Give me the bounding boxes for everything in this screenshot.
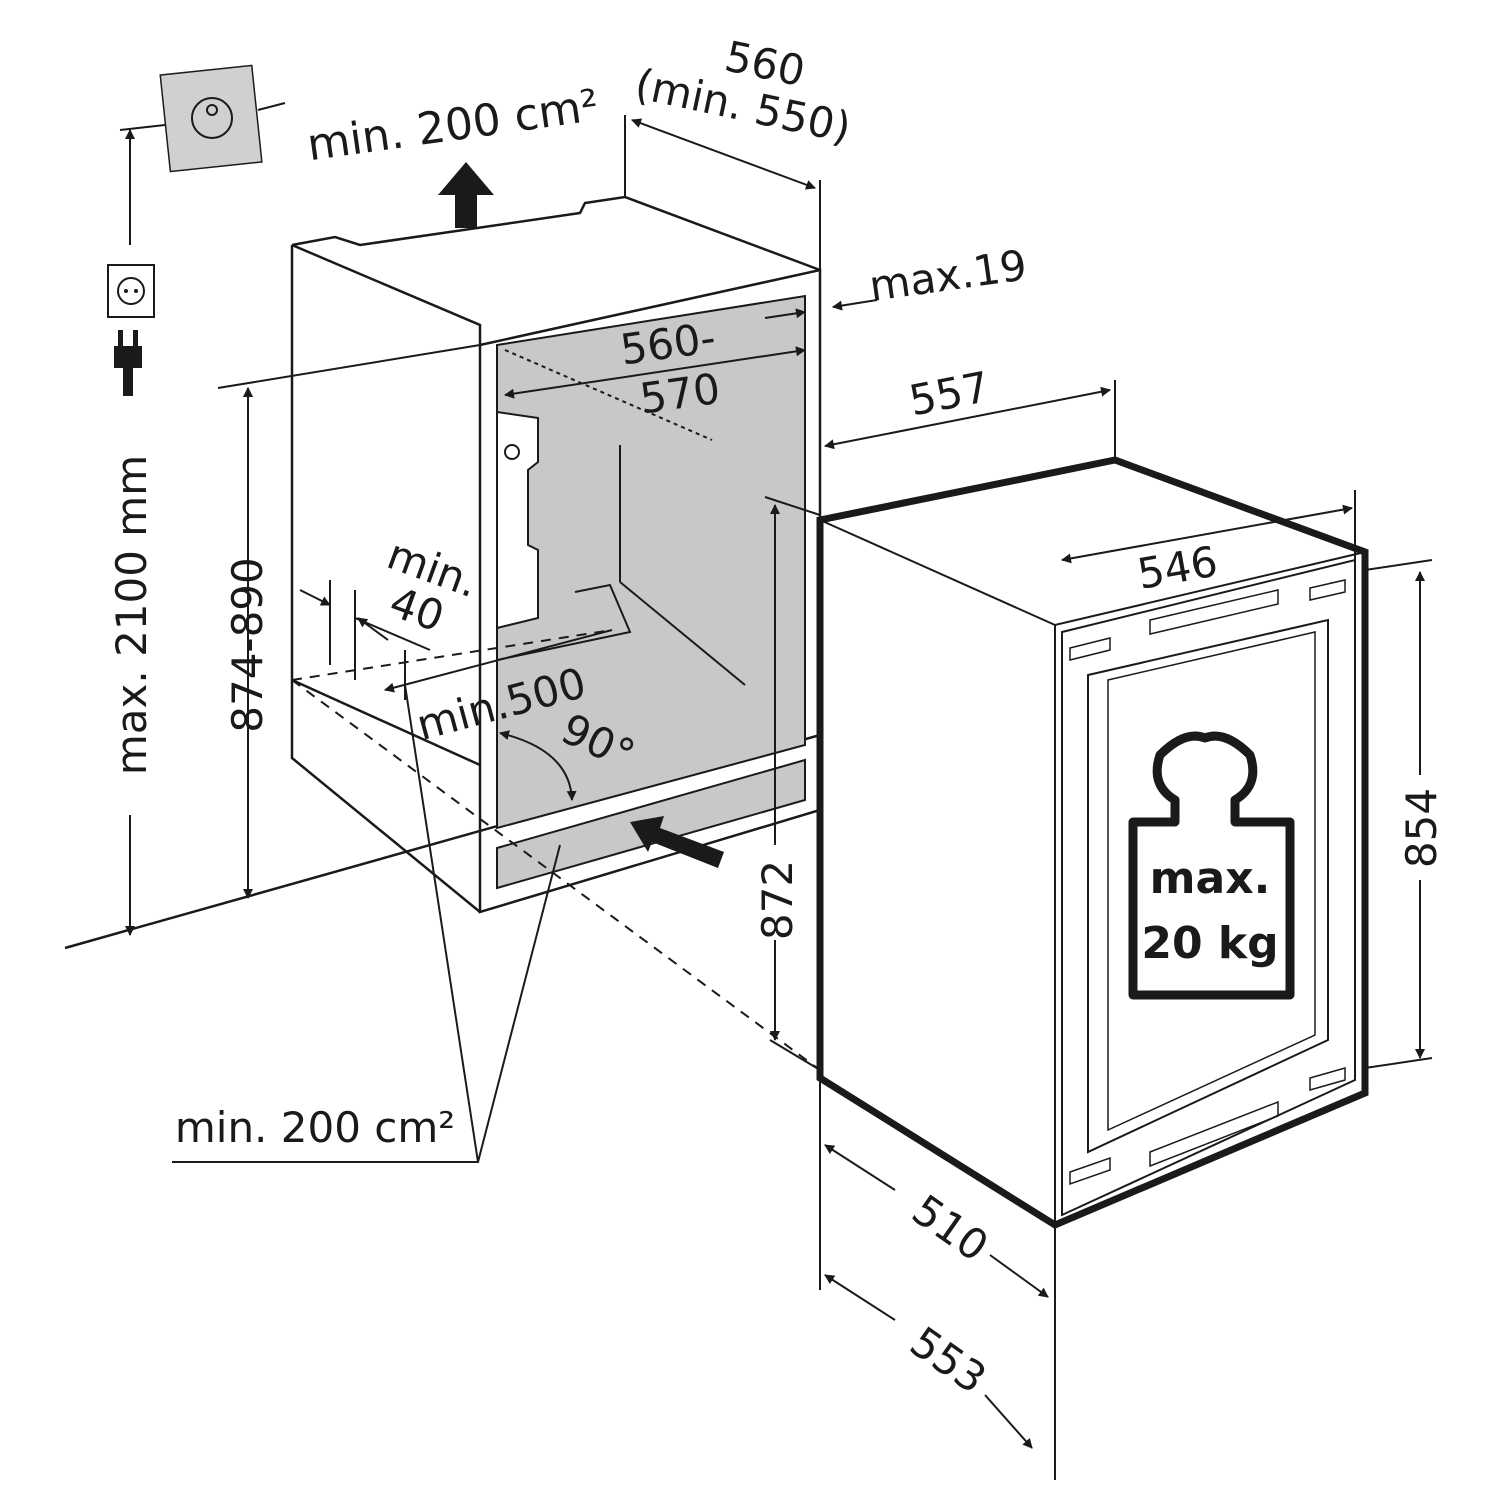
niche-opening xyxy=(496,294,806,830)
dim-line-appliance-width xyxy=(824,386,1111,450)
weight-label-kg: 20 kg xyxy=(1141,918,1278,969)
label-vent-bottom: min. 200 cm² xyxy=(175,1103,455,1152)
label-max-height: max. 2100 mm xyxy=(107,455,156,775)
dim-line-depth-553 xyxy=(824,1274,896,1321)
label-max19: max.19 xyxy=(866,240,1030,311)
dashed-guides xyxy=(291,629,821,1071)
connection-panel-icon xyxy=(159,64,263,173)
weight-icon xyxy=(1128,731,1295,1000)
niche-socket-box xyxy=(496,410,539,630)
installation-icons xyxy=(107,64,263,396)
label-vent-top: min. 200 cm² xyxy=(304,80,602,171)
dim-line-min40 xyxy=(299,589,331,606)
vent-leader-lines xyxy=(172,684,561,1163)
dim-line-max19 xyxy=(832,299,878,311)
power-socket-icon xyxy=(107,264,155,318)
label-niche-height: 874-890 xyxy=(223,557,272,733)
label-appliance-height: 872 xyxy=(753,860,802,940)
vent-out-arrow-icon xyxy=(438,162,494,228)
cabinet-niche xyxy=(290,195,822,914)
vent-in-arrow-icon xyxy=(630,816,724,868)
label-niche-width-2: 570 xyxy=(637,364,723,424)
dial-icon xyxy=(191,97,233,139)
label-door-height: 854 xyxy=(1397,788,1446,868)
appliance xyxy=(816,456,1369,1229)
dim-line-top-width xyxy=(631,118,816,190)
label-depth-510: 510 xyxy=(903,1185,997,1271)
dim-line-niche-width xyxy=(504,346,806,399)
dim-line-door-width xyxy=(1061,504,1353,564)
weight-label-max: max. xyxy=(1150,853,1271,904)
power-plug-icon xyxy=(114,330,142,396)
angle-arc xyxy=(499,730,577,801)
dim-line-depth-510 xyxy=(824,1144,896,1191)
dim-line-min500 xyxy=(384,629,613,693)
label-depth-553: 553 xyxy=(901,1317,995,1403)
